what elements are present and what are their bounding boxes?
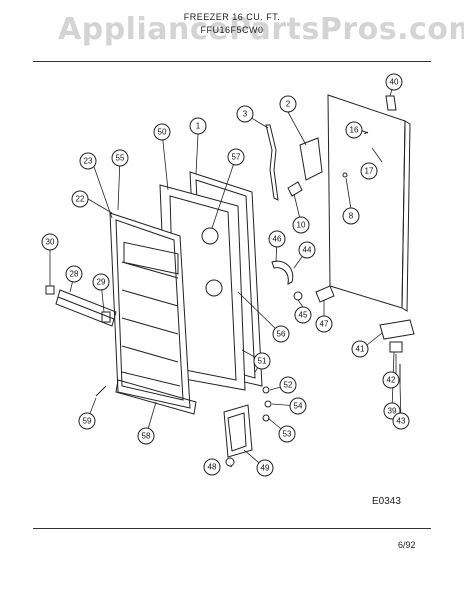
svg-text:44: 44 [303,246,312,255]
callout-40: 40 [385,73,403,91]
svg-text:29: 29 [97,278,106,287]
svg-text:54: 54 [294,402,303,411]
door-liner [109,212,191,409]
callout-17: 17 [360,162,378,180]
callout-49: 49 [256,459,274,477]
svg-text:58: 58 [142,432,151,441]
callout-48: 48 [203,458,221,476]
callout-41: 41 [351,340,369,358]
callout-30: 30 [41,233,59,251]
svg-text:56: 56 [277,330,286,339]
handle-latch [271,260,335,303]
svg-text:59: 59 [83,417,92,426]
svg-text:40: 40 [390,78,399,87]
svg-text:53: 53 [283,430,292,439]
svg-text:39: 39 [388,407,397,416]
svg-text:47: 47 [320,320,329,329]
callout-3: 3 [236,105,254,123]
callout-16: 16 [345,121,363,139]
callout-50: 50 [153,123,171,141]
callout-57: 57 [227,148,245,166]
model-number: FFU16F5CW0 [200,25,264,35]
callout-8: 8 [342,207,360,225]
svg-text:52: 52 [284,381,293,390]
callout-2: 2 [279,95,297,113]
callout-29: 29 [92,273,110,291]
callout-23: 23 [79,152,97,170]
svg-text:22: 22 [76,195,85,204]
callout-53: 53 [278,425,296,443]
outer-door-panel [327,94,411,312]
callout-54: 54 [289,397,307,415]
callout-59: 59 [78,412,96,430]
hinge-bracket [265,124,323,201]
callout-1: 1 [189,117,207,135]
callout-51: 51 [253,352,271,370]
svg-text:42: 42 [387,376,396,385]
svg-text:3: 3 [243,110,248,119]
svg-text:10: 10 [297,221,306,230]
svg-text:2: 2 [286,100,291,109]
callout-55: 55 [111,149,129,167]
callout-52: 52 [279,376,297,394]
svg-text:51: 51 [258,357,267,366]
svg-text:43: 43 [397,417,406,426]
watermark: AppliancePartsPros.com [58,12,464,47]
callout-28: 28 [65,265,83,283]
svg-text:28: 28 [70,270,79,279]
callout-42: 42 [382,371,400,389]
revision-date: 6/92 [398,540,416,550]
callout-44: 44 [298,241,316,259]
small-hardware [223,386,272,467]
callout-58: 58 [137,427,155,445]
svg-text:1: 1 [196,122,201,131]
svg-text:49: 49 [261,464,270,473]
callout-43: 43 [392,412,410,430]
svg-text:8: 8 [349,212,354,221]
top-divider [33,61,431,62]
lower-hinge [379,319,415,384]
callout-56: 56 [272,325,290,343]
svg-text:17: 17 [365,167,374,176]
svg-text:46: 46 [273,235,282,244]
svg-text:45: 45 [299,311,308,320]
bottom-trim [115,379,197,415]
figure-code: E0343 [372,496,401,507]
svg-text:57: 57 [232,153,241,162]
svg-text:41: 41 [356,345,365,354]
svg-text:23: 23 [84,157,93,166]
callout-45: 45 [294,306,312,324]
callout-22: 22 [71,190,89,208]
callout-46: 46 [268,230,286,248]
svg-text:55: 55 [116,154,125,163]
svg-text:50: 50 [158,128,167,137]
callout-47: 47 [315,315,333,333]
door-shelf [55,289,117,327]
bottom-divider [33,528,431,529]
svg-text:16: 16 [350,126,359,135]
diagram-title: FREEZER 16 CU. FT. [183,12,281,22]
svg-text:30: 30 [46,238,55,247]
callout-10: 10 [292,216,310,234]
misc-parts [45,95,397,397]
svg-text:48: 48 [208,463,217,472]
